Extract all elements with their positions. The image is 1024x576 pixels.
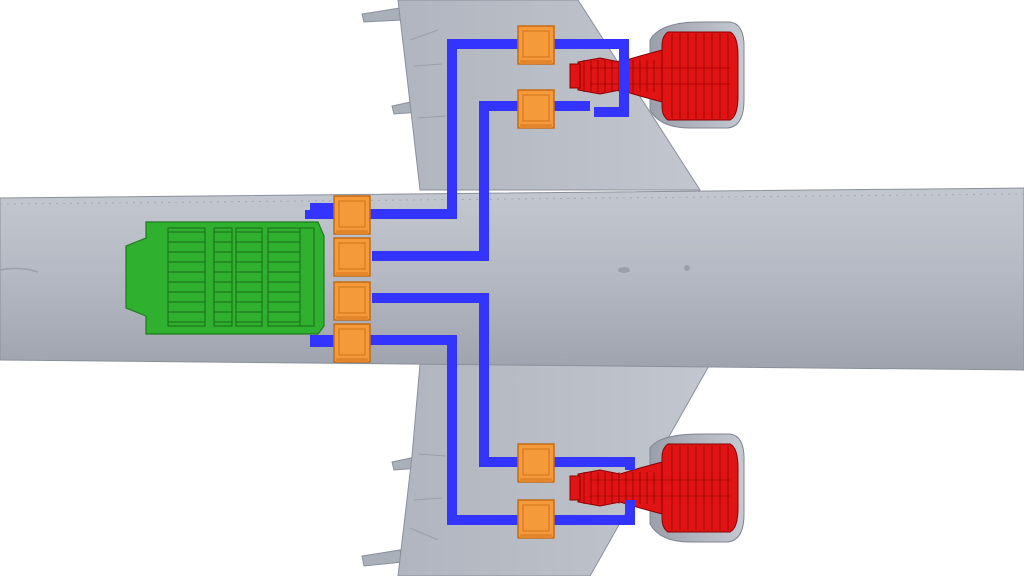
flap-fairing-upper-1: [361, 7, 403, 23]
engine-lower: [569, 433, 745, 543]
converter-inner: [338, 328, 366, 356]
cable-8: [554, 500, 635, 525]
converter-inner: [338, 286, 366, 314]
converter-base: [336, 230, 368, 234]
wing-panel-lines: [409, 29, 447, 541]
battery-module: [167, 227, 206, 327]
converter-inner: [522, 448, 550, 476]
converter-base: [520, 124, 552, 128]
engine-core: [577, 461, 663, 515]
converter-inner: [522, 30, 550, 58]
battery-icon: [125, 221, 325, 335]
converter-3: [333, 281, 371, 321]
converter-base: [520, 534, 552, 538]
cable-7: [554, 457, 635, 470]
converter-inner: [522, 504, 550, 532]
converter-inner: [338, 242, 366, 270]
converter-inner: [338, 200, 366, 228]
converter-2: [333, 237, 371, 277]
converter-box: [333, 323, 371, 363]
converter-1: [333, 195, 371, 235]
fuselage-fairing-mark: [0, 267, 39, 273]
battery-module: [213, 227, 233, 327]
converter-box: [517, 25, 555, 65]
converter-base: [520, 478, 552, 482]
power-cables: [305, 39, 635, 525]
converter-box: [333, 281, 371, 321]
cable-3: [372, 293, 520, 467]
converter-base: [520, 60, 552, 64]
converter-5: [517, 25, 555, 65]
cable-2: [372, 101, 520, 261]
power-converters: [333, 25, 555, 539]
converter-base: [336, 272, 368, 276]
flap-fairing-lower-2: [361, 549, 403, 567]
converter-base: [336, 316, 368, 320]
battery-module: [235, 227, 263, 327]
fuselage-belt-line-top: [0, 193, 1024, 205]
exhaust-nozzle: [569, 63, 581, 89]
cable-4: [310, 335, 520, 525]
cable-5: [554, 39, 629, 117]
fuselage-antenna-1: [618, 267, 630, 273]
converter-4: [333, 323, 371, 363]
converter-8: [517, 499, 555, 539]
fan-section: [661, 443, 739, 533]
converter-7: [517, 443, 555, 483]
exhaust-nozzle: [569, 475, 581, 501]
battery-pack: [125, 221, 325, 335]
battery-bus: [299, 227, 315, 327]
converter-box: [517, 89, 555, 129]
converter-base: [336, 358, 368, 362]
fuselage-antenna-2: [684, 265, 690, 271]
converter-inner: [522, 94, 550, 122]
converter-6: [517, 89, 555, 129]
fan-section: [661, 31, 739, 121]
fuselage-belt-line-bottom: [0, 351, 1024, 363]
engine-upper: [569, 21, 745, 129]
